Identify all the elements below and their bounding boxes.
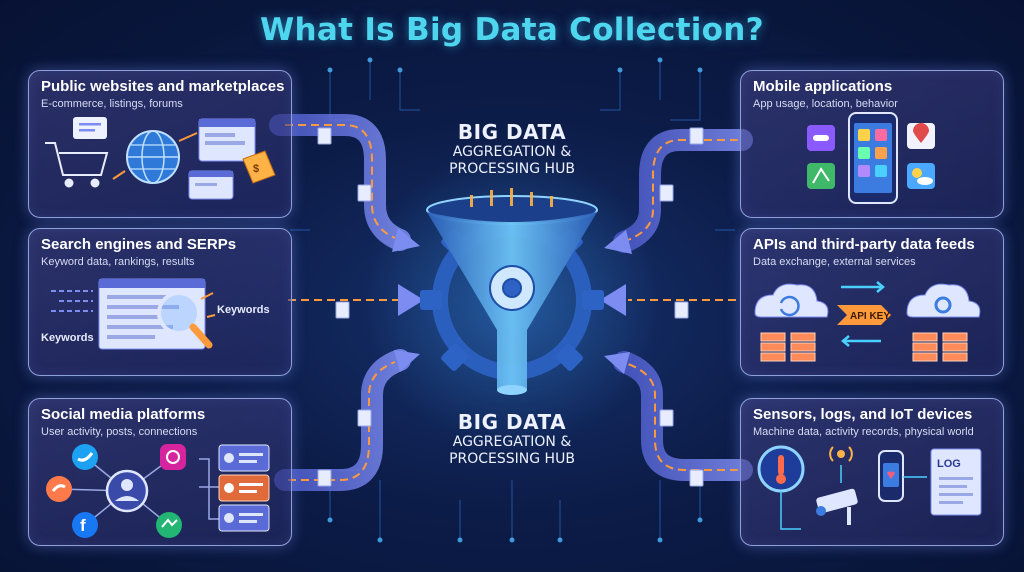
source-card-apis: API KEY APIs and third-party data feeds … [740,228,1004,376]
profile-card-icon-2 [218,474,270,502]
social-illustration: f [46,444,270,538]
server-stack-icon-left [760,332,816,362]
chat-bubble-icon [73,117,107,139]
log-label-layer: LOG [937,458,961,470]
log-label: LOG [937,458,961,470]
card-subtitle: Machine data, activity records, physical… [753,426,974,438]
source-card-mobile: Mobile applications App usage, location,… [740,70,1004,218]
twitter-icon [72,444,98,470]
profile-card-icon-3 [218,504,270,532]
messenger-icon [156,512,182,538]
card-title: Public websites and marketplaces [41,78,285,95]
smartwatch-icon [878,450,904,502]
card-title: Search engines and SERPs [41,236,237,253]
flow-arrow-apis [600,284,740,316]
apis-illustration [754,281,981,362]
map-icon [807,163,835,189]
hub-label-bottom-line3: PROCESSING HUB [449,451,575,467]
keyword-labels: Keywords Keywords [41,304,270,344]
cloud-gear-icon [906,283,981,318]
weather-icon [907,163,935,189]
svg-text:$: $ [253,163,259,175]
websites-illustration: $ [45,117,276,200]
web-page-icon-2 [188,170,234,200]
server-stack-icon-right [912,332,968,362]
flow-arrow-social [274,349,420,491]
signal-tower-icon [829,446,853,462]
hub-funnel-icon [426,188,598,395]
flow-arrow-websites [269,114,420,252]
hub-label-bottom-line1: BIG DATA [457,410,567,434]
smartphone-icon [848,112,898,204]
card-title: Social media platforms [41,406,206,423]
flow-arrow-search [285,284,424,316]
shopping-cart-icon [45,142,109,188]
api-key-badge [837,305,891,325]
document-icons [317,127,704,487]
card-title: APIs and third-party data feeds [753,236,975,253]
cloud-sync-icon [754,283,829,318]
sensors-illustration [757,445,982,530]
gamepad-icon [807,125,835,151]
source-card-sensors: LOG Sensors, logs, and IoT devices Machi… [740,398,1004,546]
flow-arrow-sensors [604,351,753,481]
web-page-icon [198,118,256,162]
api-key-label-layer: API KEY [850,311,890,322]
cctv-camera-icon [816,488,858,525]
bird-icon [46,476,72,502]
flow-arrow-mobile [604,129,753,254]
hub-label-top-line1: BIG DATA [457,120,567,144]
source-card-social: f Social media platforms User activity, … [28,398,292,546]
card-subtitle: User activity, posts, connections [41,426,198,438]
avatar-hub-icon [105,469,149,513]
card-subtitle: Data exchange, external services [753,256,916,268]
hub-label-bottom-line2: AGGREGATION & [452,434,572,450]
profile-card-icon-1 [218,444,270,472]
card-subtitle: E-commerce, listings, forums [41,98,183,110]
source-card-search: Keywords Keywords Search engines and SER… [28,228,292,376]
api-key-label: API KEY [850,311,890,322]
hub-label-top: BIG DATA AGGREGATION & PROCESSING HUB [412,120,612,178]
card-title: Mobile applications [753,78,893,95]
hub-label-bottom: BIG DATA AGGREGATION & PROCESSING HUB [412,410,612,468]
card-subtitle: App usage, location, behavior [753,98,898,110]
keyword-label-right: Keywords [217,304,270,316]
search-illustration [51,278,216,350]
keyword-label-left: Keywords [41,332,94,344]
source-card-websites: $ Public websites and marketplaces E-com… [28,70,292,218]
card-title: Sensors, logs, and IoT devices [753,406,973,423]
hub-label-top-line3: PROCESSING HUB [449,161,575,177]
price-tag-icon: $ [242,150,276,184]
circuit-nodes [327,57,703,543]
thermostat-icon [757,445,805,493]
globe-icon [126,130,180,184]
card-subtitle: Keyword data, rankings, results [41,256,195,268]
page-title: What Is Big Data Collection? [260,12,764,48]
log-document-icon [930,448,982,516]
hub-label-top-line2: AGGREGATION & [452,144,572,160]
facebook-icon: f [72,512,98,538]
location-pin-icon [907,123,935,149]
instagram-icon [160,444,186,470]
mobile-illustration [807,112,935,204]
svg-text:f: f [80,516,86,535]
magnifier-icon [157,291,213,349]
